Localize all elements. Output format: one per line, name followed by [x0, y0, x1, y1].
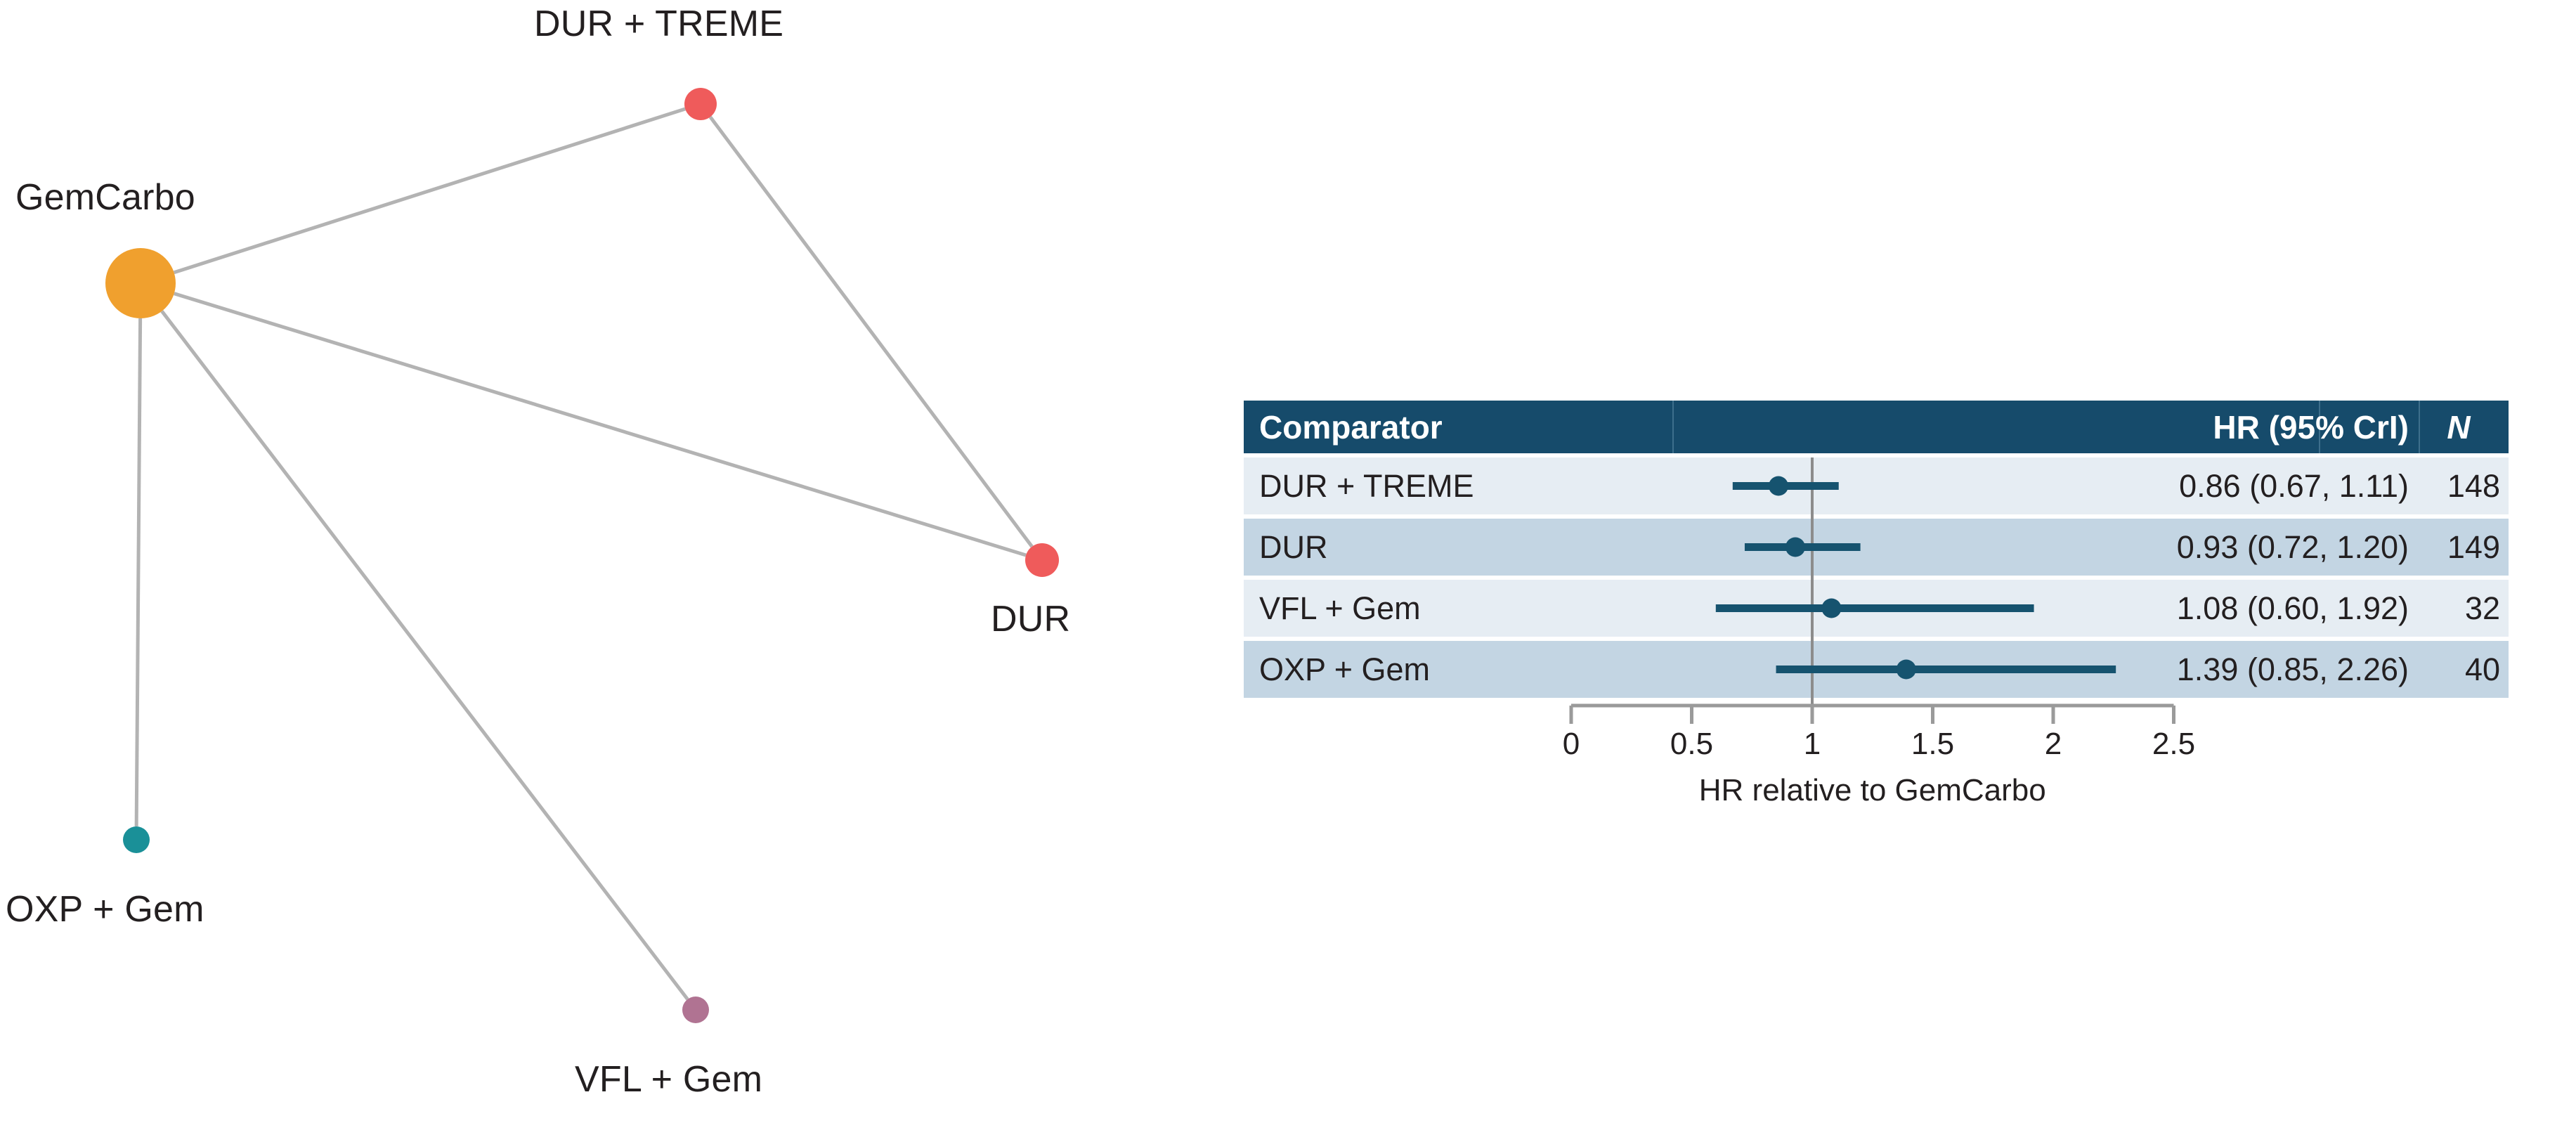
network-edge	[173, 107, 686, 275]
table-row[interactable]: OXP + Gem 1.39 (0.85, 2.26) 40	[1244, 641, 2509, 698]
network-node-label-dur_treme: DUR + TREME	[534, 4, 784, 44]
header-separator-3	[2419, 401, 2420, 453]
row-gap	[1244, 637, 2509, 641]
cell-hr: 1.39 (0.85, 2.26)	[2176, 651, 2409, 687]
axis-tick-label: 1	[1803, 727, 1821, 761]
axis-tick-label: 1.5	[1911, 727, 1955, 761]
network-svg	[105, 88, 1059, 1023]
cell-n: 32	[2464, 590, 2500, 626]
table-row[interactable]: DUR 0.93 (0.72, 1.20) 149	[1244, 519, 2509, 576]
header-gap	[1244, 453, 2509, 457]
table-header-row: Comparator HR (95% CrI) N	[1244, 401, 2509, 453]
axis-tick-label: 2.5	[2152, 727, 2196, 761]
axis-ruler	[1569, 703, 2175, 724]
axis-title: HR relative to GemCarbo	[1698, 773, 2046, 807]
cell-hr: 0.86 (0.67, 1.11)	[2179, 467, 2409, 504]
network-edge	[708, 115, 1034, 548]
network-node-label-gemcarbo: GemCarbo	[15, 177, 195, 218]
x-axis: 0 0.5 1 1.5 2 2.5 HR relative to GemCarbo	[1244, 703, 2509, 815]
header-separator-1	[1672, 401, 1674, 453]
header-hr: HR (95% CrI)	[2213, 408, 2409, 446]
network-node-vfl_gem[interactable]	[682, 997, 709, 1023]
header-comparator: Comparator	[1259, 408, 1443, 446]
cell-n: 148	[2447, 467, 2500, 504]
network-node-dur[interactable]	[1025, 543, 1059, 577]
network-node-label-oxp_gem: OXP + Gem	[6, 889, 204, 930]
cell-comparator: VFL + Gem	[1259, 590, 1421, 626]
axis-tick-label: 0.5	[1670, 727, 1714, 761]
network-edge	[160, 310, 689, 1001]
table-row[interactable]: DUR + TREME 0.86 (0.67, 1.11) 148	[1244, 457, 2509, 514]
network-node-oxp_gem[interactable]	[123, 826, 150, 853]
cell-n: 40	[2464, 651, 2500, 687]
header-separator-2	[2319, 401, 2320, 453]
network-node-gemcarbo[interactable]	[105, 248, 176, 318]
forest-plot-panel: Comparator HR (95% CrI) N DUR + TREME 0.8…	[1244, 401, 2516, 822]
network-edge	[174, 292, 1027, 557]
cell-comparator: DUR	[1259, 528, 1328, 565]
network-node-label-vfl_gem: VFL + Gem	[575, 1059, 763, 1100]
network-node-dur_treme[interactable]	[684, 88, 717, 120]
header-n: N	[2447, 408, 2471, 446]
table-row[interactable]: VFL + Gem 1.08 (0.60, 1.92) 32	[1244, 580, 2509, 637]
row-gap	[1244, 576, 2509, 580]
cell-hr: 1.08 (0.60, 1.92)	[2176, 590, 2409, 626]
cell-n: 149	[2447, 528, 2500, 565]
axis-tick-label: 0	[1562, 727, 1580, 761]
network-edge	[134, 318, 143, 827]
cell-comparator: DUR + TREME	[1259, 467, 1474, 504]
axis-tick-label: 2	[2044, 727, 2062, 761]
cell-comparator: OXP + Gem	[1259, 651, 1431, 687]
row-gap	[1244, 514, 2509, 519]
cell-hr: 0.93 (0.72, 1.20)	[2176, 528, 2409, 565]
network-node-label-dur: DUR	[991, 599, 1071, 640]
results-table: Comparator HR (95% CrI) N DUR + TREME 0.8…	[1244, 401, 2509, 698]
